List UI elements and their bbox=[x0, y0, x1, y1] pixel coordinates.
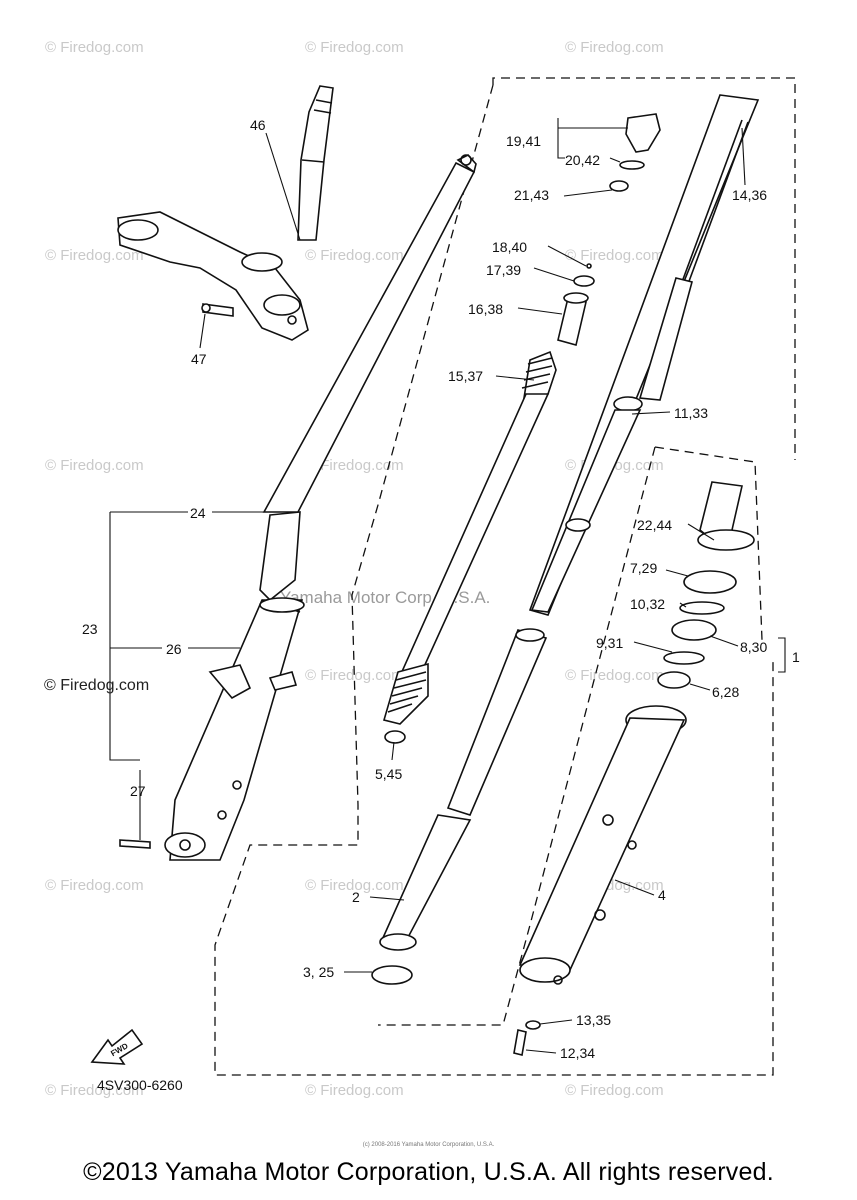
watermark: © Firedog.com bbox=[305, 667, 404, 684]
part-label-17-39: 17,39 bbox=[486, 262, 521, 278]
fwd-arrow-icon: FWD bbox=[90, 1028, 144, 1065]
part-label-18-40: 18,40 bbox=[492, 239, 527, 255]
part-label-11-33: 11,33 bbox=[674, 405, 708, 421]
watermark: © Firedog.com bbox=[565, 39, 664, 56]
seal-stack bbox=[513, 481, 755, 1056]
left-watermark: © Firedog.com bbox=[44, 677, 149, 694]
part-label-15-37: 15,37 bbox=[448, 368, 483, 384]
fork-spring bbox=[382, 350, 557, 744]
under-bracket bbox=[117, 211, 309, 341]
part-label-20-42: 20,42 bbox=[565, 152, 600, 168]
watermark: © Firedog.com bbox=[45, 877, 144, 894]
watermark: © Firedog.com bbox=[565, 667, 664, 684]
part-label-22-44: 22,44 bbox=[637, 517, 672, 533]
part-label-3-25: 3, 25 bbox=[303, 964, 334, 980]
part-label-26: 26 bbox=[166, 641, 182, 657]
part-label-4: 4 bbox=[658, 887, 666, 903]
part-label-10-32: 10,32 bbox=[630, 596, 665, 612]
part-label-1: 1 bbox=[792, 649, 800, 665]
part-label-9-31: 9,31 bbox=[596, 635, 623, 651]
watermark: © Firedog.com bbox=[305, 457, 404, 474]
copyright-footer: ©2013 Yamaha Motor Corporation, U.S.A. A… bbox=[83, 1158, 774, 1186]
part-label-12-34: 12,34 bbox=[560, 1045, 595, 1061]
watermark: © Firedog.com bbox=[45, 1082, 144, 1099]
part-label-8-30: 8,30 bbox=[740, 639, 767, 655]
part-label-14-36: 14,36 bbox=[732, 187, 767, 203]
part-labels: 46 47 19,41 20,42 21,43 14,36 18,40 17,3… bbox=[82, 117, 800, 1061]
part-label-7-29: 7,29 bbox=[630, 560, 657, 576]
watermark: © Firedog.com bbox=[305, 39, 404, 56]
part-label-19-41: 19,41 bbox=[506, 133, 541, 149]
part-label-47: 47 bbox=[191, 351, 207, 367]
leader-lines bbox=[109, 118, 786, 1054]
watermark: © Firedog.com bbox=[45, 39, 144, 56]
watermark: © Firedog.com bbox=[45, 457, 144, 474]
part-label-5-45: 5,45 bbox=[375, 766, 402, 782]
fork-collar bbox=[557, 113, 661, 346]
part-label-16-38: 16,38 bbox=[468, 301, 503, 317]
part-label-13-35: 13,35 bbox=[576, 1012, 611, 1028]
watermark: © Firedog.com bbox=[305, 1082, 404, 1099]
outer-tube-left bbox=[371, 628, 548, 985]
part-label-24: 24 bbox=[190, 505, 206, 521]
part-label-6-28: 6,28 bbox=[712, 684, 739, 700]
watermark: © Firedog.com bbox=[45, 247, 144, 264]
diagram-code: 4SV300-6260 bbox=[97, 1077, 183, 1093]
watermark: © Firedog.com bbox=[305, 877, 404, 894]
watermark: © Firedog.com bbox=[565, 247, 664, 264]
part-label-46: 46 bbox=[250, 117, 266, 133]
assembly-boundary bbox=[214, 77, 796, 1076]
part-label-21-43: 21,43 bbox=[514, 187, 549, 203]
part-label-27: 27 bbox=[130, 783, 146, 799]
watermark: © Firedog.com bbox=[305, 247, 404, 264]
part-label-2: 2 bbox=[352, 889, 360, 905]
part-label-23: 23 bbox=[82, 621, 98, 637]
watermark: © Firedog.com bbox=[565, 1082, 664, 1099]
damper-rod bbox=[530, 119, 749, 613]
steering-stem bbox=[297, 85, 334, 241]
fork-slider bbox=[518, 705, 687, 985]
tiny-copyright: (c) 2008-2016 Yamaha Motor Corporation, … bbox=[362, 1142, 495, 1148]
